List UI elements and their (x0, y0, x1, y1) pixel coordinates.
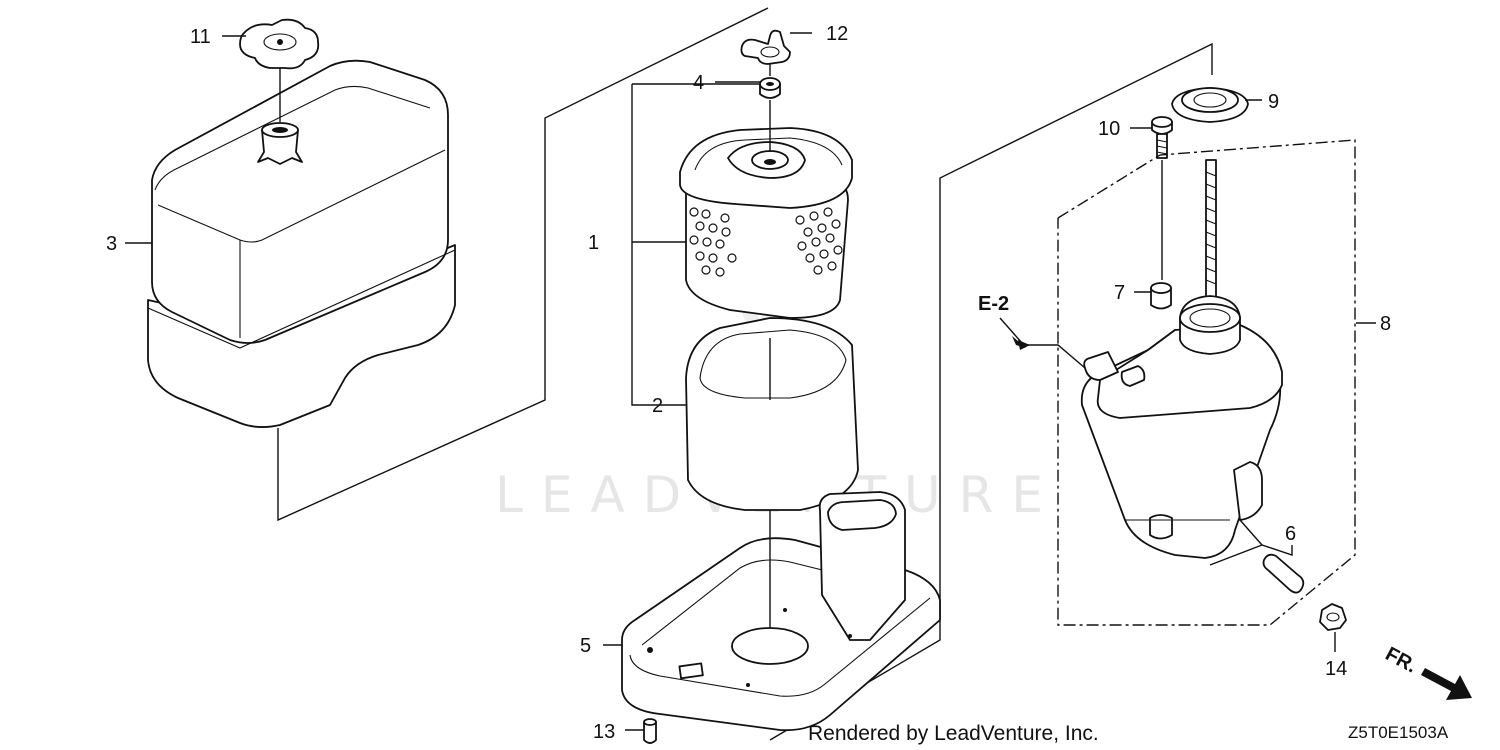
washer[interactable] (759, 77, 781, 99)
front-direction-indicator: FR. (1382, 643, 1472, 700)
callout-labels: 1 2 3 4 5 6 7 8 9 10 11 12 13 14 (106, 23, 1391, 743)
collar[interactable] (1171, 87, 1249, 123)
leader-lines (125, 32, 1376, 731)
air-cleaner-element[interactable] (679, 127, 853, 319)
callout-14: 14 (1325, 658, 1347, 680)
callout-6: 6 (1285, 523, 1296, 545)
element-mesh-holes (689, 207, 843, 277)
callout-11: 11 (190, 26, 211, 48)
front-arrow-icon (1421, 668, 1472, 700)
wing-knob[interactable] (239, 18, 320, 70)
reference-label: E-2 (978, 293, 1009, 315)
cover-grommet (257, 122, 303, 165)
footer-credit: Rendered by LeadVenture, Inc. (808, 722, 1099, 745)
spacer-collar[interactable] (1150, 282, 1172, 310)
callout-8: 8 (1380, 313, 1391, 335)
bolt[interactable] (1151, 116, 1173, 159)
elbow-assembly[interactable] (1080, 159, 1283, 559)
wing-nut[interactable] (740, 29, 791, 65)
callout-2: 2 (652, 395, 663, 417)
callout-4: 4 (693, 72, 704, 94)
air-cleaner-case[interactable] (621, 491, 941, 732)
callout-12: 12 (826, 23, 848, 45)
callout-7: 7 (1114, 282, 1125, 304)
callout-1: 1 (588, 232, 599, 254)
panel-borders (277, 7, 1213, 741)
pin[interactable] (643, 718, 657, 744)
callout-9: 9 (1268, 91, 1279, 113)
flange-nut[interactable] (1319, 603, 1347, 631)
foam-pre-filter[interactable] (685, 317, 859, 511)
diagram-code: Z5T0E1503A (1348, 723, 1449, 742)
callout-10: 10 (1098, 118, 1120, 140)
callout-13: 13 (593, 721, 615, 743)
direction-label: FR. (1382, 643, 1421, 678)
air-cleaner-cover[interactable] (147, 59, 456, 428)
drain-pin[interactable] (1262, 553, 1305, 594)
callout-5: 5 (580, 635, 591, 657)
callout-3: 3 (106, 233, 117, 255)
